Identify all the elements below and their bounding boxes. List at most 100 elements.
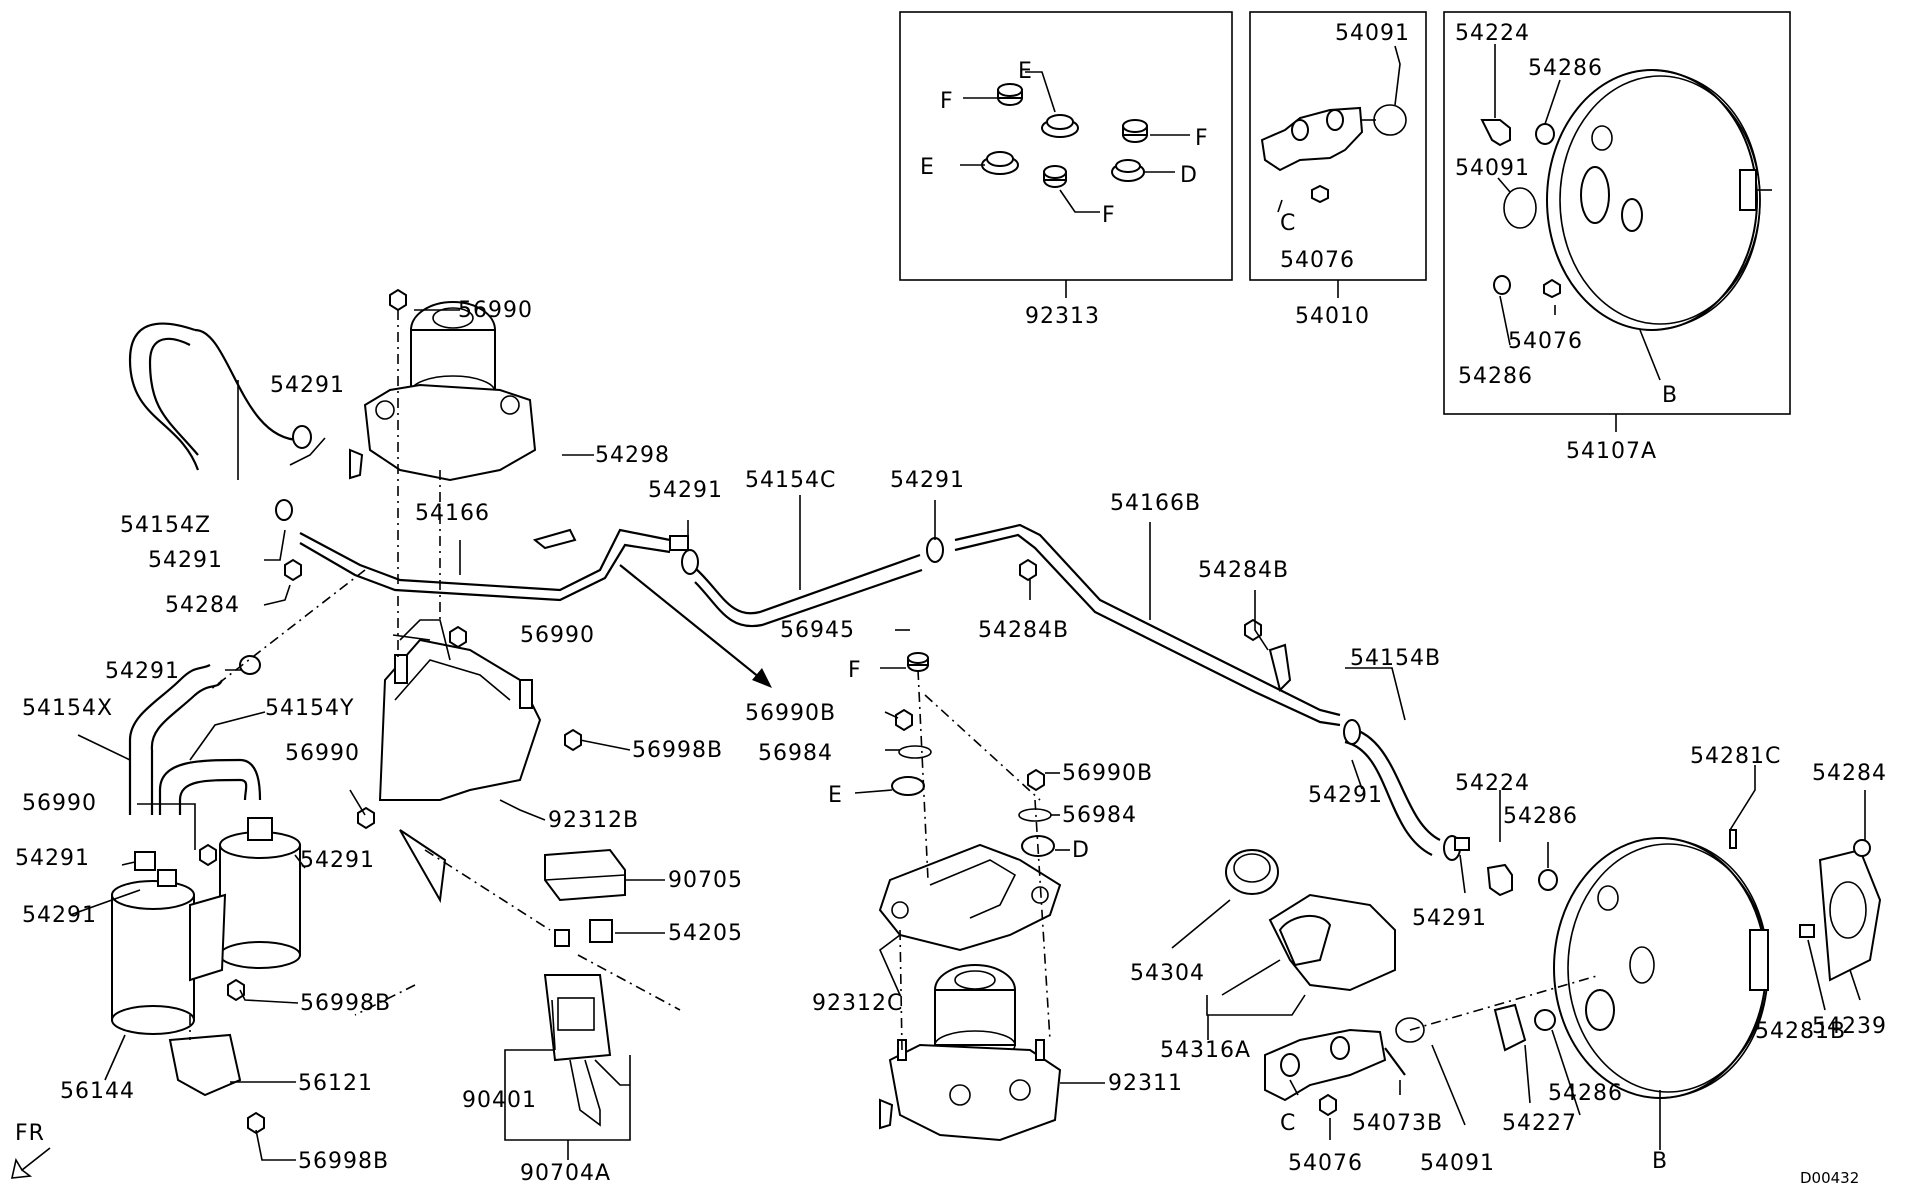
master-cylinder-54316A [1225, 849, 1425, 1117]
part-label: 56984 [758, 741, 833, 766]
hose-54154B [1343, 719, 1461, 861]
part-label: 90704A [520, 1161, 611, 1186]
letter-d: D [1072, 838, 1090, 863]
part-label: 54010 [1295, 304, 1370, 329]
pipe-54154C [681, 537, 944, 628]
part-labels: 56990 54291 54298 54166 54154Z 54291 542… [15, 298, 1887, 1186]
part-label: 54298 [595, 443, 670, 468]
part-label: 90401 [462, 1088, 537, 1113]
part-label: 54281B [1755, 1019, 1846, 1044]
direction-arrow [619, 564, 772, 688]
part-label: 92312B [548, 808, 639, 833]
part-label: 54286 [1503, 804, 1578, 829]
part-label: 54154C [745, 468, 836, 493]
part-label: 54281C [1690, 744, 1781, 769]
part-label: 54291 [22, 903, 97, 928]
part-label: 54291 [148, 548, 223, 573]
letter-c: C [1280, 1111, 1296, 1136]
part-label: 54291 [15, 846, 90, 871]
part-label: 90705 [668, 868, 743, 893]
part-label: 54284B [1198, 558, 1289, 583]
part-label: 92313 [1025, 304, 1100, 329]
letter-c: C [1280, 211, 1296, 236]
part-label: 54091 [1455, 156, 1530, 181]
letter-f: F [940, 89, 954, 114]
letter-f: F [848, 658, 862, 683]
part-label: 56121 [298, 1071, 373, 1096]
part-label: 56990 [22, 791, 97, 816]
letter-e: E [920, 155, 935, 180]
letter-f: F [1102, 203, 1116, 228]
part-label: 54239 [1812, 1014, 1887, 1039]
canister-56144 [111, 817, 301, 1135]
bracket-92312B [357, 619, 582, 904]
part-label: 56998B [298, 1149, 389, 1174]
part-label: 54316A [1160, 1038, 1251, 1063]
part-label: 54166 [415, 501, 490, 526]
letter-e: E [1018, 59, 1033, 84]
hoses-54154XY [128, 655, 262, 815]
part-label: 54291 [270, 373, 345, 398]
relay-components [543, 848, 630, 1127]
part-label: 54076 [1288, 1151, 1363, 1176]
letter-f: F [1195, 126, 1209, 151]
part-label: 56990B [1062, 761, 1153, 786]
letter-d: D [1180, 163, 1198, 188]
bracket-92312C [878, 652, 1062, 952]
inset-box-54107A: 54224 54286 54091 54076 54286 B 54107A [1443, 11, 1791, 464]
letter-b: B [1662, 383, 1678, 408]
diagram-code: D00432 [1800, 1169, 1859, 1187]
part-label: 54286 [1528, 56, 1603, 81]
part-label: 54284 [1812, 761, 1887, 786]
part-label: 56990 [285, 741, 360, 766]
part-label: 54291 [648, 478, 723, 503]
pipe-54166 [284, 528, 689, 602]
part-label: 92312C [812, 991, 903, 1016]
part-label: 54073B [1352, 1111, 1443, 1136]
part-label: 54284 [165, 593, 240, 618]
pipe-54166B [954, 523, 1341, 727]
part-label: 54227 [1502, 1111, 1577, 1136]
inset-box-92313: E F E F D F 92313 [899, 11, 1233, 329]
part-label: 54291 [105, 659, 180, 684]
part-label: 54286 [1458, 364, 1533, 389]
part-label: 54154Y [265, 696, 354, 721]
part-label: 56945 [780, 618, 855, 643]
inset-box-54010: 54091 C 54076 54010 [1249, 11, 1427, 329]
part-label: 54205 [668, 921, 743, 946]
leader-lines [69, 309, 1866, 1161]
part-label: 54291 [1412, 906, 1487, 931]
part-label: 54166B [1110, 491, 1201, 516]
part-label: 56990 [520, 623, 595, 648]
part-label: 54154Z [120, 513, 211, 538]
part-label: 54291 [890, 468, 965, 493]
brake-booster-lower [1454, 829, 1882, 1099]
fr-label: FR [15, 1121, 45, 1146]
part-label: 54154B [1350, 646, 1441, 671]
part-label: 54091 [1420, 1151, 1495, 1176]
part-label: 54224 [1455, 771, 1530, 796]
vacuum-pump-upper [349, 288, 537, 482]
part-label: 56984 [1062, 803, 1137, 828]
hose-54154Z [128, 322, 312, 521]
part-label: 54154X [22, 696, 113, 721]
letter-e: E [828, 783, 843, 808]
part-label: 56144 [60, 1079, 135, 1104]
part-label: 56998B [632, 738, 723, 763]
part-label: 54091 [1335, 21, 1410, 46]
part-label: 56990 [458, 298, 533, 323]
part-label: 54291 [300, 848, 375, 873]
part-label: 54224 [1455, 21, 1530, 46]
part-label: 54076 [1280, 248, 1355, 273]
vacuum-pump-lower [879, 964, 1062, 1142]
part-label: 54291 [1308, 783, 1383, 808]
part-label: 54107A [1566, 439, 1657, 464]
part-label: 92311 [1108, 1071, 1183, 1096]
part-label: 54284B [978, 618, 1069, 643]
letter-b: B [1652, 1149, 1668, 1174]
part-label: 56990B [745, 701, 836, 726]
part-label: 56998B [300, 991, 391, 1016]
part-label: 54286 [1548, 1081, 1623, 1106]
